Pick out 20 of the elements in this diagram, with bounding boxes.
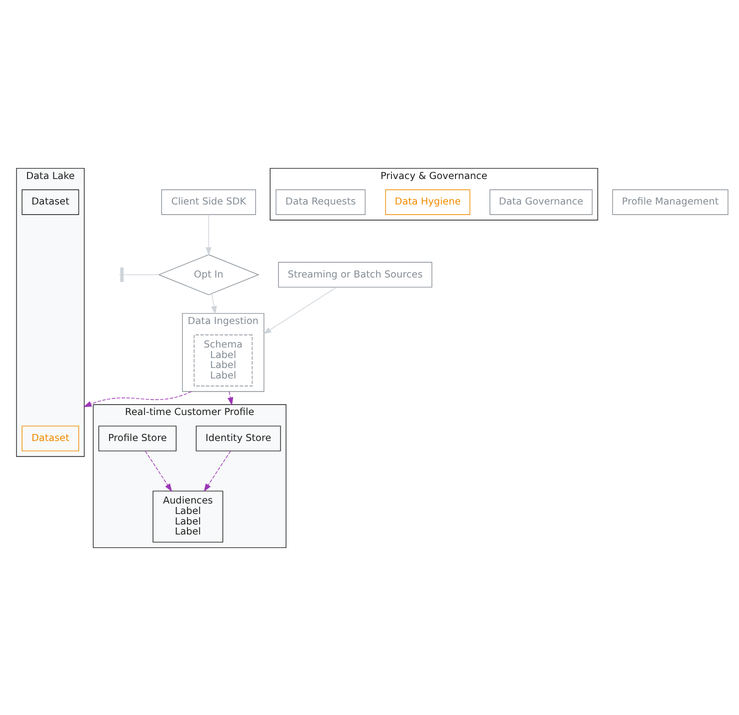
node-box: Schema Label Label Label xyxy=(194,334,253,386)
arrow xyxy=(211,292,217,314)
arrow xyxy=(228,390,234,406)
node-box: Profile Management xyxy=(612,188,728,214)
arrow xyxy=(263,286,337,334)
node-diamond: Opt In xyxy=(158,254,260,295)
node-box: Audiences Label Label Label xyxy=(152,490,224,542)
node-box: Dataset xyxy=(22,425,80,451)
node-box: Data Requests xyxy=(276,188,366,214)
arrow xyxy=(204,450,231,492)
node-box: Streaming or Batch Sources xyxy=(278,261,432,287)
arrow xyxy=(206,214,212,255)
node-box: Data Governance xyxy=(490,188,593,214)
node-box: Dataset xyxy=(22,188,80,214)
node-box: Identity Store xyxy=(196,425,281,451)
node-box: Client Side SDK xyxy=(161,188,256,214)
node-box: Data Hygiene xyxy=(385,188,470,214)
arrow xyxy=(83,390,192,407)
node-box: Profile Store xyxy=(98,425,176,451)
arrow xyxy=(145,450,172,492)
